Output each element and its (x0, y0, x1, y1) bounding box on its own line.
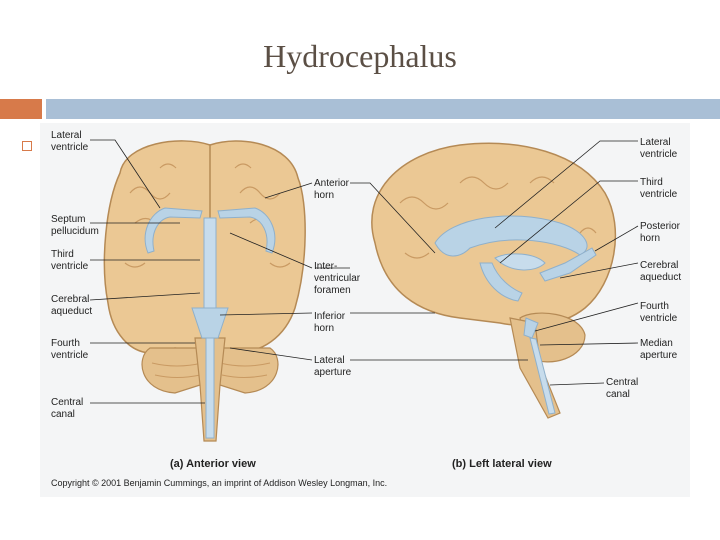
label-fourth-ventricle-left-2: ventricle (51, 350, 89, 361)
label-fourth-ventricle-right-1: Fourth (640, 301, 669, 312)
label-lateral-ventricle-right-2: ventricle (640, 149, 678, 160)
label-central-canal-right-1: Central (606, 377, 638, 388)
label-inferior-horn-2: horn (314, 323, 334, 334)
label-third-ventricle-right-2: ventricle (640, 189, 678, 200)
label-lateral-aperture-2: aperture (314, 367, 352, 378)
label-interventricular-foramen-2: ventricular (314, 273, 361, 284)
left-labels: Lateral ventricle Septum pellucidum Thir… (51, 130, 99, 420)
caption-lateral-view: (b) Left lateral view (452, 458, 552, 470)
header-accent-bar-blue (46, 99, 720, 119)
label-interventricular-foramen-3: foramen (314, 285, 351, 296)
label-septum-pellucidum-1: Septum (51, 214, 85, 225)
caption-anterior-view: (a) Anterior view (170, 458, 256, 470)
label-central-canal-left-2: canal (51, 409, 75, 420)
label-anterior-horn-2: horn (314, 190, 334, 201)
label-posterior-horn-2: horn (640, 233, 660, 244)
label-lateral-ventricle-left-2: ventricle (51, 142, 89, 153)
label-median-aperture-2: aperture (640, 350, 678, 361)
label-third-ventricle-right-1: Third (640, 177, 663, 188)
label-cerebral-aqueduct-left-1: Cerebral (51, 294, 89, 305)
bullet-square-icon (22, 141, 32, 151)
label-posterior-horn-1: Posterior (640, 221, 681, 232)
lateral-brain (371, 142, 617, 419)
right-labels: Lateral ventricle Third ventricle Poster… (606, 137, 681, 400)
label-anterior-horn-1: Anterior (314, 178, 350, 189)
label-third-ventricle-left-2: ventricle (51, 261, 89, 272)
label-cerebral-aqueduct-right-2: aqueduct (640, 272, 681, 283)
label-interventricular-foramen-1: Inter- (314, 261, 337, 272)
label-lateral-aperture-1: Lateral (314, 355, 345, 366)
label-third-ventricle-left-1: Third (51, 249, 74, 260)
label-inferior-horn-1: Inferior (314, 311, 346, 322)
label-fourth-ventricle-right-2: ventricle (640, 313, 678, 324)
label-lateral-ventricle-right-1: Lateral (640, 137, 671, 148)
label-central-canal-left-1: Central (51, 397, 83, 408)
anterior-brain (103, 140, 306, 442)
label-cerebral-aqueduct-right-1: Cerebral (640, 260, 678, 271)
label-lateral-ventricle-left-1: Lateral (51, 130, 82, 141)
label-fourth-ventricle-left-1: Fourth (51, 338, 80, 349)
ventricles-figure: Lateral ventricle Septum pellucidum Thir… (40, 123, 690, 497)
label-central-canal-right-2: canal (606, 389, 630, 400)
slide-title: Hydrocephalus (263, 38, 457, 74)
header-accent-bar-orange (0, 99, 42, 119)
label-median-aperture-1: Median (640, 338, 673, 349)
ventricles-illustration: Lateral ventricle Septum pellucidum Thir… (51, 130, 681, 488)
label-cerebral-aqueduct-left-2: aqueduct (51, 306, 92, 317)
leader-lines (89, 139, 639, 404)
label-septum-pellucidum-2: pellucidum (51, 226, 99, 237)
copyright-notice: Copyright © 2001 Benjamin Cummings, an i… (51, 478, 387, 488)
middle-labels: Anterior horn Inter- ventricular foramen… (314, 178, 361, 378)
